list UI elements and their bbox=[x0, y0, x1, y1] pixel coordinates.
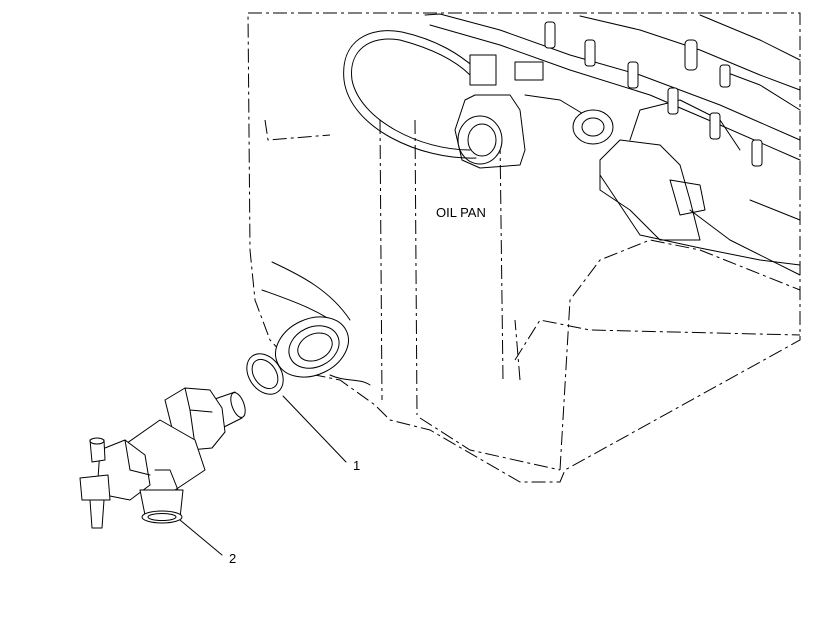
drain-valve bbox=[79, 387, 246, 529]
pan-right-phantom bbox=[559, 239, 801, 471]
pan-lower-phantom bbox=[264, 119, 331, 141]
engine-outline-phantom bbox=[247, 12, 801, 483]
leader-line-2 bbox=[179, 519, 223, 556]
pan-side-phantom-2 bbox=[414, 119, 418, 416]
pan-side-phantom-3 bbox=[499, 139, 504, 381]
leader-line-1 bbox=[282, 395, 347, 463]
pan-side-phantom bbox=[379, 119, 383, 401]
engine-block-detail bbox=[343, 13, 801, 276]
seal-ring bbox=[246, 353, 284, 395]
callout-label-2: 2 bbox=[229, 551, 236, 566]
oil-pan-assembly: OIL PAN bbox=[247, 12, 801, 483]
callout-1: 1 bbox=[282, 395, 360, 473]
pan-rail-phantom bbox=[514, 319, 801, 361]
pan-wall-curve bbox=[271, 261, 351, 321]
pan-inner-phantom bbox=[514, 319, 521, 381]
pan-bottom-phantom bbox=[419, 417, 561, 471]
oil-pan-label: OIL PAN bbox=[436, 205, 486, 220]
callout-label-1: 1 bbox=[353, 458, 360, 473]
callout-2: 2 bbox=[179, 519, 236, 566]
drain-boss bbox=[275, 316, 371, 386]
